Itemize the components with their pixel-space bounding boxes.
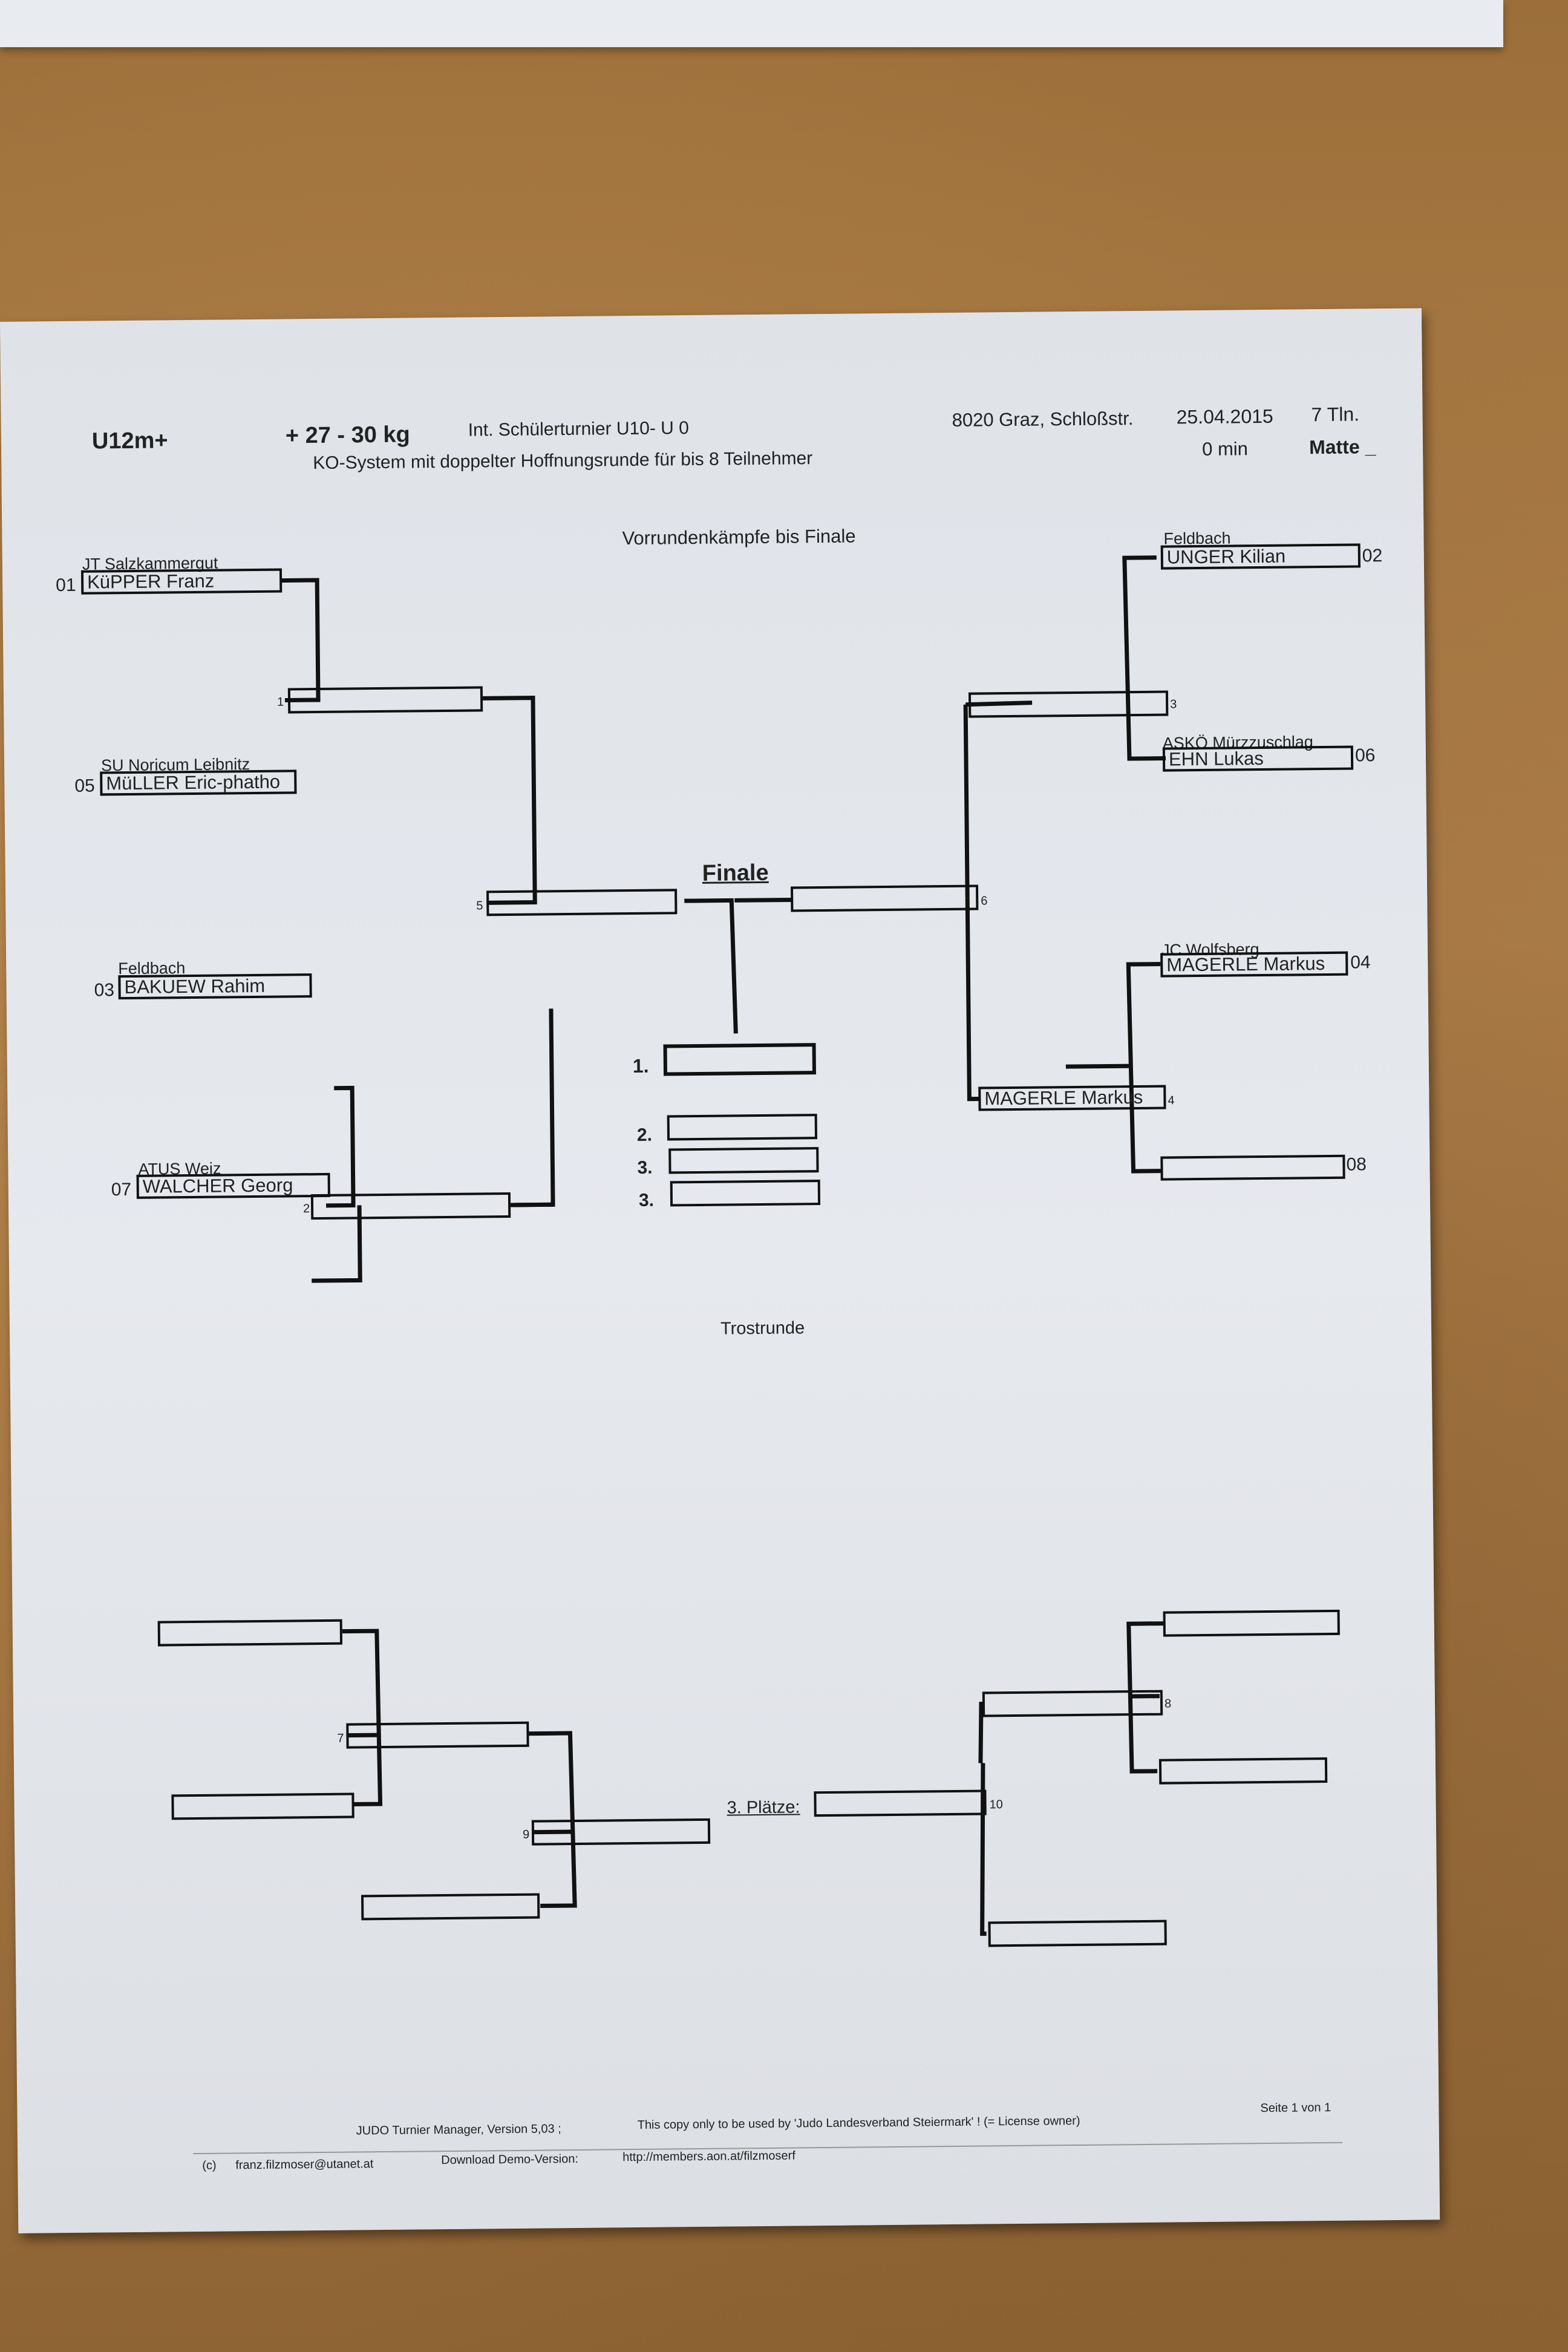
competitor-box: WALCHER Georg: [136, 1172, 330, 1199]
fight-box: [346, 1721, 529, 1749]
fight-box: [791, 884, 979, 912]
placing-label: 3.: [638, 1190, 655, 1210]
repechage-title: Trostrunde: [720, 1318, 805, 1339]
competitor-box: [1160, 1154, 1345, 1181]
footer-page: Seite 1 von 1: [1260, 2101, 1331, 2115]
placing-label: 1.: [632, 1054, 649, 1077]
seed-number: 03: [94, 980, 115, 1001]
repechage-box: [988, 1919, 1167, 1947]
repechage-box: [171, 1792, 354, 1820]
fight-number: 1: [276, 695, 284, 709]
fight-box: [968, 690, 1169, 718]
fight-number: 2: [302, 1202, 310, 1216]
competitor-box: MüLLER Eric-phatho: [100, 769, 297, 796]
fight-number: 8: [1164, 1697, 1172, 1711]
repechage-box: [1163, 1609, 1340, 1637]
third-places-title: 3. Plätze:: [727, 1797, 800, 1818]
fight-box: [310, 1192, 511, 1220]
placing-box-2: [667, 1114, 818, 1141]
placing-label: 2.: [636, 1125, 653, 1145]
seed-number: 08: [1346, 1154, 1367, 1175]
fight-number: 6: [981, 894, 988, 908]
seed-number: 07: [111, 1179, 132, 1200]
competitor-box: EHN Lukas: [1162, 745, 1354, 772]
seed-number: 04: [1350, 952, 1371, 973]
fight-number: 10: [989, 1798, 1003, 1812]
footer-copyright: (c): [202, 2158, 217, 2172]
placing-label: 3.: [637, 1157, 653, 1178]
competitor-box: UNGER Kilian: [1160, 543, 1361, 570]
competitor-box: MAGERLE Markus: [1160, 951, 1348, 978]
placing-box-3b: [670, 1180, 821, 1207]
fight-box: [982, 1690, 1163, 1717]
footer-url: http://members.aon.at/filzmoserf: [622, 2149, 795, 2164]
competitor-box: KüPPER Franz: [80, 568, 283, 595]
footer-download-label: Download Demo-Version:: [441, 2152, 579, 2167]
repechage-box: [157, 1619, 343, 1647]
fight-box: [531, 1818, 711, 1846]
repechage-box: [361, 1893, 540, 1921]
fight-winner-box: MAGERLE Markus: [978, 1085, 1166, 1111]
fight-box: [486, 889, 678, 916]
fight-box: [814, 1789, 987, 1817]
placing-box-3a: [668, 1147, 819, 1174]
footer-email: franz.filzmoser@utanet.at: [235, 2157, 374, 2172]
final-title: Finale: [702, 860, 769, 886]
competitor-box: BAKUEW Rahim: [118, 973, 312, 1000]
fight-number: 3: [1170, 697, 1177, 711]
fight-number: 9: [522, 1828, 530, 1841]
fight-number: 7: [337, 1731, 344, 1745]
bracket-lines: [281, 555, 1166, 1936]
seed-number: 05: [74, 776, 95, 796]
footer-software: JUDO Turnier Manager, Version 5,03 ;: [356, 2122, 561, 2138]
fight-box: [287, 686, 483, 714]
seed-number: 02: [1362, 546, 1383, 566]
bracket-sheet: U12m+ + 27 - 30 kg Int. Schülerturnier U…: [0, 308, 1440, 2233]
repechage-box: [1158, 1757, 1328, 1785]
seed-number: 06: [1354, 745, 1376, 766]
placing-box-1: [663, 1043, 817, 1076]
fight-number: 5: [476, 899, 483, 913]
top-paper-edge: [0, 0, 1503, 47]
seed-number: 01: [56, 575, 76, 596]
fight-number: 4: [1168, 1094, 1175, 1108]
